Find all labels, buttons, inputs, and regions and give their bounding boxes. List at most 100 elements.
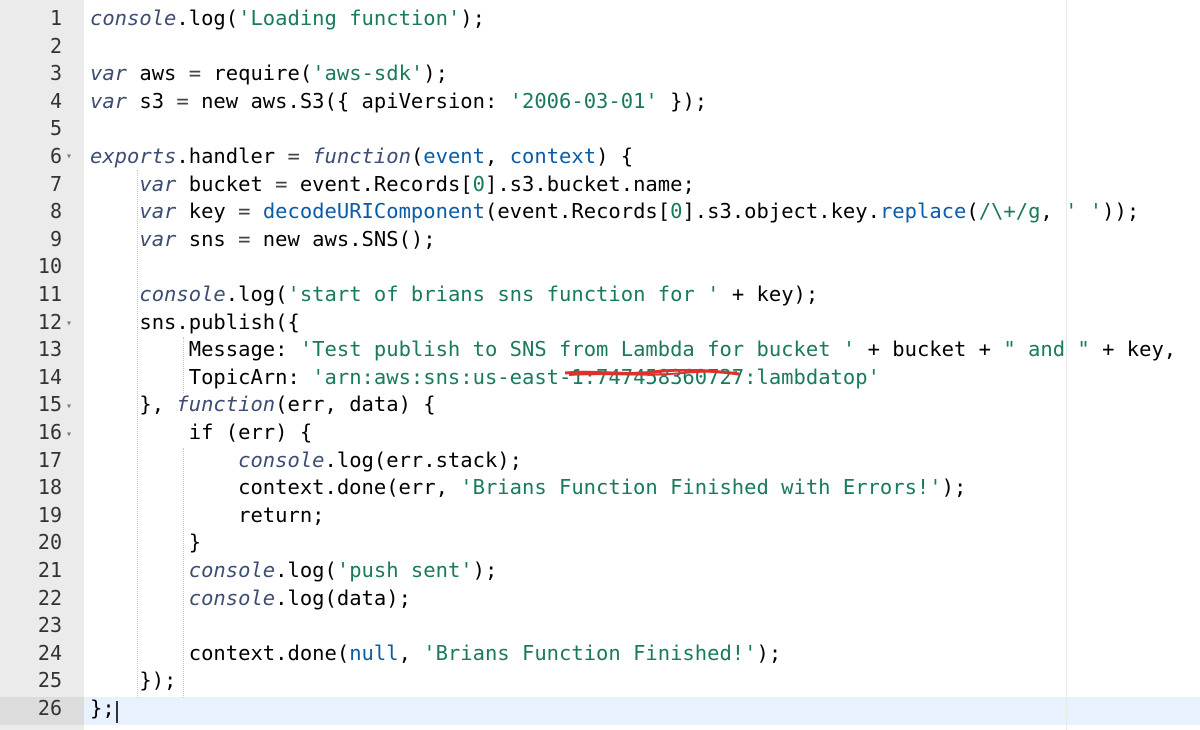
line-number: 5 [49, 116, 62, 141]
fold-widget-icon[interactable]: ▾ [66, 318, 73, 329]
code-line[interactable]: var sns = new aws.SNS(); [90, 225, 436, 253]
code-line[interactable]: context.done(null, 'Brians Function Fini… [90, 639, 781, 667]
code-token: console [238, 447, 325, 472]
code-line[interactable]: }; [90, 694, 115, 722]
code-line[interactable]: console.log(err.stack); [90, 446, 522, 474]
code-token: event.Records[ [287, 171, 473, 196]
code-line[interactable]: var aws = require('aws-sdk'); [90, 59, 448, 87]
code-line[interactable]: console.log(data); [90, 584, 411, 612]
code-line[interactable]: sns.publish({ [90, 308, 300, 336]
line-number: 4 [49, 88, 62, 113]
code-line[interactable]: Message: 'Test publish to SNS from Lambd… [90, 335, 1176, 363]
code-token: (err, data) { [275, 392, 436, 417]
code-token: .log(data); [275, 585, 411, 610]
code-token: null [349, 640, 399, 665]
code-token: } [90, 530, 202, 555]
code-line[interactable]: exports.handler = function(event, contex… [90, 142, 633, 170]
code-token [90, 586, 189, 610]
code-token: require( [201, 61, 313, 86]
indent-guide [137, 170, 139, 698]
code-line[interactable]: console.log('Loading function'); [90, 4, 485, 32]
code-token [90, 282, 139, 306]
line-number: 11 [37, 282, 62, 306]
line-number: 13 [37, 337, 62, 362]
fold-widget-icon[interactable]: ▾ [66, 401, 73, 412]
code-token: = [188, 61, 202, 86]
line-number: 23 [37, 613, 62, 638]
code-token: ); [941, 475, 967, 500]
code-token: ); [472, 558, 498, 582]
code-token: ].s3.object.key. [682, 199, 880, 224]
code-token [90, 172, 139, 196]
code-line[interactable]: return; [90, 501, 325, 529]
fold-widget-icon[interactable]: ▾ [66, 429, 73, 440]
code-token: s3 [127, 88, 177, 113]
code-token: function [312, 144, 411, 168]
code-token: aws [127, 61, 189, 86]
code-token: + bucket + [855, 337, 1004, 362]
code-token: new aws.SNS(); [250, 226, 436, 251]
code-token: , [398, 640, 424, 665]
code-token: 'Loading function' [238, 6, 461, 30]
code-token: TopicArn: [90, 364, 313, 389]
code-token: ); [756, 640, 782, 665]
code-token: return; [90, 502, 325, 527]
code-line[interactable]: context.done(err, 'Brians Function Finis… [90, 473, 966, 501]
code-line[interactable]: console.log('push sent'); [90, 556, 498, 584]
code-token: , [1040, 199, 1066, 224]
line-number: 6 [49, 144, 62, 168]
code-token: ); [460, 6, 485, 30]
code-line[interactable]: var s3 = new aws.S3({ apiVersion: '2006-… [90, 87, 707, 115]
code-token: 'Brians Function Finished with Errors!' [460, 475, 942, 500]
code-token: .log(err.stack); [324, 447, 522, 472]
line-number: 17 [37, 447, 62, 472]
code-token: = [238, 226, 251, 251]
code-token: = [238, 199, 251, 224]
code-token: 'push sent' [336, 558, 473, 582]
line-number: 26 [37, 696, 62, 720]
line-number: 19 [37, 502, 62, 527]
line-number: 16 [37, 420, 62, 444]
code-line[interactable]: TopicArn: 'arn:aws:sns:us-east-1:7474583… [90, 363, 880, 391]
code-line[interactable]: }, function(err, data) { [90, 390, 436, 418]
code-token: }); [90, 668, 177, 693]
code-token [90, 227, 139, 251]
code-token: = [176, 88, 189, 113]
code-token: .handler [176, 144, 288, 168]
code-line[interactable]: } [90, 528, 201, 556]
code-token: + key, [1089, 337, 1177, 362]
print-margin-line [1066, 0, 1067, 730]
line-number: 7 [49, 171, 62, 196]
code-token: 'Test publish to SNS from Lambda for buc… [299, 337, 856, 362]
gutter-active-line-highlight [0, 697, 84, 725]
code-token: var [139, 199, 177, 224]
code-token: 'Brians Function Finished!' [423, 640, 757, 665]
code-token: context [509, 144, 597, 168]
fold-widget-icon[interactable]: ▾ [66, 151, 73, 162]
code-token [250, 199, 262, 223]
code-token: sns.publish({ [90, 309, 300, 334]
code-token: = [275, 171, 288, 196]
code-line[interactable]: console.log('start of brians sns functio… [90, 280, 818, 308]
code-token: console [139, 282, 226, 306]
code-token: aws.S3({ apiVersion: [238, 88, 510, 113]
code-token [300, 144, 312, 168]
code-line[interactable]: var bucket = event.Records[0].s3.bucket.… [90, 170, 694, 198]
code-token: }; [90, 696, 115, 720]
code-line[interactable]: if (err) { [90, 418, 312, 446]
code-line[interactable]: }); [90, 666, 176, 694]
active-line-highlight [84, 697, 1200, 725]
code-token [90, 199, 139, 223]
code-token: 'start of brians sns function for ' [287, 282, 720, 306]
line-number: 25 [37, 668, 62, 693]
code-line[interactable]: var key = decodeURIComponent(event.Recor… [90, 197, 1139, 225]
code-token: decodeURIComponent [262, 199, 485, 224]
line-number-gutter [0, 0, 84, 730]
code-token: sns [176, 226, 239, 251]
code-token: '2006-03-01' [509, 88, 658, 113]
code-token: + key); [719, 282, 819, 306]
line-number: 20 [37, 530, 62, 555]
code-token: Message: [90, 337, 300, 362]
code-token: var [90, 61, 128, 86]
